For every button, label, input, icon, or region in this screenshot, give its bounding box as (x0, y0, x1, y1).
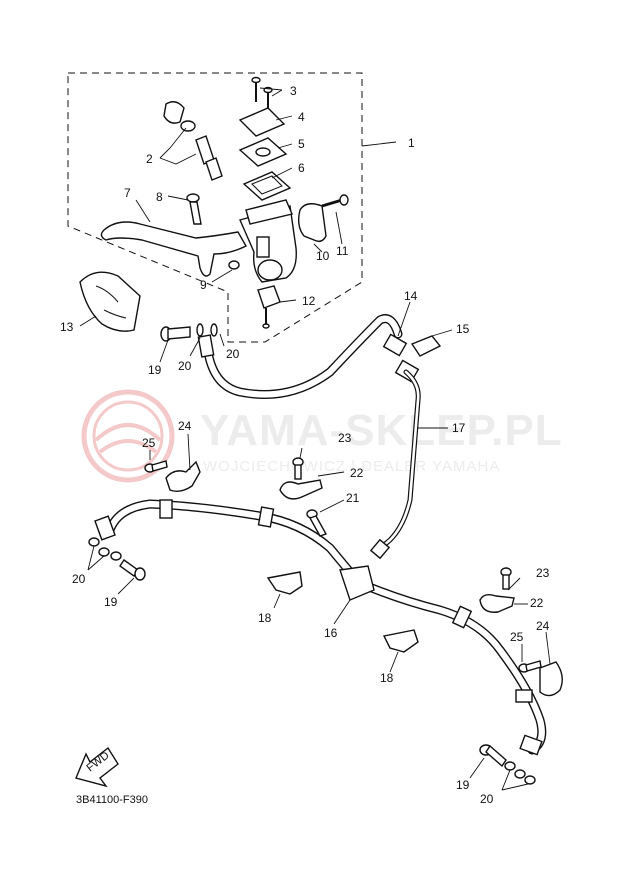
watermark-brand: YAMA-SKLEP.PL (200, 406, 563, 455)
callout-18a: 18 (258, 611, 272, 625)
callout-15: 15 (456, 322, 470, 336)
callout-8: 8 (156, 190, 163, 204)
callout-23b: 23 (536, 566, 550, 580)
holder-18-right (382, 629, 419, 653)
clip-15 (410, 335, 442, 357)
upper-brake-hose (197, 314, 403, 399)
bolt-23-upper (292, 457, 304, 480)
holder-10 (297, 203, 327, 243)
holder-18-left (266, 571, 303, 595)
fwd-arrow-icon: FWD (75, 746, 119, 788)
master-cylinder-assembly-boundary (67, 72, 363, 343)
leader-lines (79, 87, 551, 791)
callout-19c: 19 (456, 778, 470, 792)
callout-20a: 20 (178, 359, 192, 373)
union-bolt-19-left (88, 537, 146, 581)
bolt-11 (321, 194, 349, 208)
bolt-25-lower (518, 660, 542, 673)
callout-12: 12 (302, 294, 316, 308)
diagram-code: 3B41100-F390 (76, 794, 148, 806)
callout-13: 13 (60, 320, 74, 334)
callout-9: 9 (200, 278, 207, 292)
callout-1: 1 (408, 136, 415, 150)
callout-17: 17 (452, 421, 466, 435)
protector-13 (79, 271, 141, 332)
callout-20c: 20 (72, 572, 86, 586)
callout-24b: 24 (536, 619, 550, 633)
clamp-22-lower (479, 593, 515, 613)
nut-9 (228, 260, 240, 270)
callout-14: 14 (404, 289, 418, 303)
callout-labels: 1 2 3 4 5 6 7 8 9 10 11 12 13 14 15 16 1… (60, 84, 550, 806)
reservoir-cap-4 (238, 107, 286, 137)
brake-lever-7 (100, 221, 247, 277)
callout-2: 2 (146, 152, 153, 166)
callout-7: 7 (124, 186, 131, 200)
watermark-logo (81, 389, 175, 483)
callout-24a: 24 (178, 419, 192, 433)
callout-3: 3 (290, 84, 297, 98)
screw-3 (251, 76, 273, 110)
callout-4: 4 (298, 110, 305, 124)
bolt-23-lower (500, 567, 512, 590)
callout-19b: 19 (104, 595, 118, 609)
callout-5: 5 (298, 137, 305, 151)
watermark-dealer: WOJCIECHOWICZ | DEALER YAMAHA (203, 458, 500, 475)
callout-22a: 22 (350, 466, 364, 480)
lower-brake-hose-16 (94, 499, 547, 756)
callout-18b: 18 (380, 671, 394, 685)
union-bolt-19-right (479, 744, 536, 785)
callout-6: 6 (298, 161, 305, 175)
union-bolt-19-upper (160, 323, 218, 342)
clamp-22-upper (279, 479, 323, 500)
pivot-bolt-8 (186, 193, 202, 225)
callout-16: 16 (324, 626, 338, 640)
watermark: YAMA-SKLEP.PL WOJCIECHOWICZ | DEALER YAM… (81, 389, 563, 483)
callout-20b: 20 (226, 347, 240, 361)
diaphragm-6 (242, 171, 292, 201)
hose-joint-14 (382, 333, 420, 383)
callout-22b: 22 (530, 596, 544, 610)
callout-21: 21 (346, 491, 360, 505)
callout-25b: 25 (510, 630, 524, 644)
guide-24-lower (539, 661, 563, 697)
bolt-21 (306, 509, 328, 537)
piston-kit-2 (163, 101, 223, 181)
callout-11: 11 (336, 244, 349, 258)
guide-24-upper (165, 460, 201, 493)
brake-pipe-17 (369, 369, 421, 560)
callout-23a: 23 (338, 431, 352, 445)
callout-19a: 19 (148, 363, 162, 377)
bolt-25-upper (144, 460, 168, 473)
master-cylinder-body (239, 199, 297, 283)
brake-switch-12 (257, 285, 281, 309)
callout-20d: 20 (480, 792, 494, 806)
callout-10: 10 (316, 249, 330, 263)
callout-25a: 25 (142, 436, 156, 450)
